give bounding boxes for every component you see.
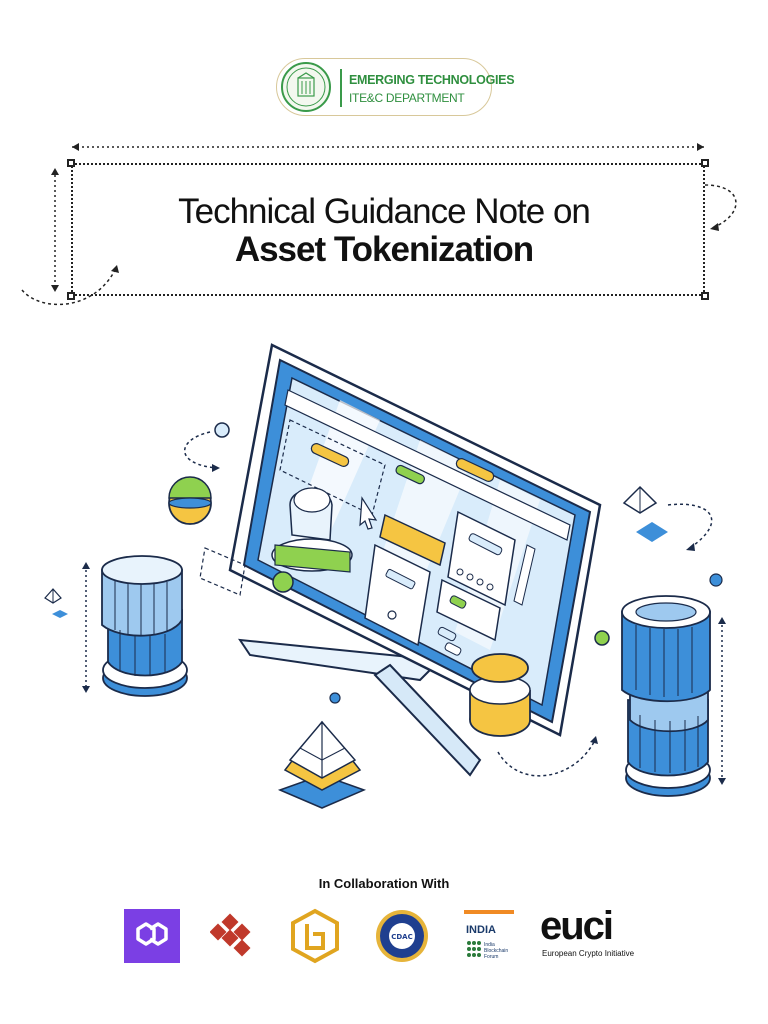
- svg-text:CDAC: CDAC: [391, 933, 413, 941]
- telangana-seal-icon: [281, 62, 331, 112]
- title-line-2: Asset Tokenization: [234, 230, 534, 269]
- tokenization-illustration: [44, 343, 726, 809]
- badge-title: EMERGING TECHNOLOGIES: [349, 73, 515, 87]
- polygon-logo: [124, 909, 180, 963]
- cdac-seal-logo: CDAC: [376, 910, 428, 962]
- frame-handle-br: [701, 292, 709, 300]
- badge-subtitle: ITE&C DEPARTMENT: [349, 91, 465, 105]
- india-blockchain-forum-logo: INDIA: [466, 924, 496, 936]
- sphere-left: [168, 476, 212, 525]
- monitor-stand: [237, 638, 482, 777]
- collaboration-label: In Collaboration With: [318, 876, 450, 891]
- gold-hexagon-logo: [291, 908, 339, 964]
- title-line-1: Technical Guidance Note on: [178, 192, 591, 231]
- frame-handle-tr: [701, 159, 709, 167]
- monitor: [228, 343, 602, 737]
- euci-subtext: European Crypto Initiative: [542, 949, 635, 958]
- badge-divider: [340, 69, 342, 107]
- department-badge: EMERGING TECHNOLOGIES ITE&C DEPARTMENT: [276, 58, 515, 116]
- sphere-right: [469, 653, 531, 737]
- india-flag-stripe: [464, 910, 514, 914]
- title-dimension-lines: [21, 143, 737, 306]
- pyramid-bottom: [277, 720, 367, 809]
- india-forum-dots-icon: [467, 941, 481, 957]
- hexagon-red-logo: [210, 913, 251, 957]
- frame-handle-tl: [67, 159, 75, 167]
- title-frame: [71, 163, 705, 296]
- column-right: [621, 595, 711, 797]
- euci-logo: euci: [540, 904, 614, 948]
- column-left: [101, 555, 188, 697]
- frame-handle-bl: [67, 292, 75, 300]
- india-forum-subtext: India Blockchain Forum: [484, 942, 509, 960]
